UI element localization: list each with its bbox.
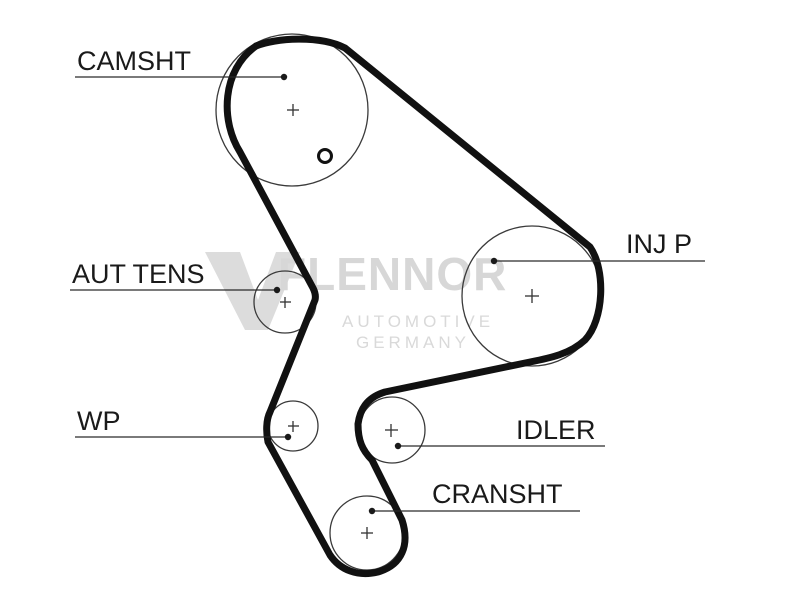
watermark-logo-mark <box>205 252 300 330</box>
timing-belt <box>223 35 605 578</box>
label-camshaft: CAMSHT <box>77 46 191 76</box>
auto-tensioner-center-cross-icon <box>280 297 291 308</box>
crankshaft-leader-dot-icon <box>368 507 376 515</box>
watermark-line-2: GERMANY <box>356 333 470 352</box>
watermark: FLENNOR AUTOMOTIVE GERMANY <box>205 248 506 352</box>
label-auto-tensioner: AUT TENS <box>72 259 205 289</box>
label-idler: IDLER <box>516 415 596 445</box>
injection-pump-center-cross-icon <box>525 289 539 303</box>
auto-tensioner-leader-dot-icon <box>273 286 281 294</box>
label-crankshaft: CRANSHT <box>432 479 563 509</box>
water-pump-center-cross-icon <box>288 421 299 432</box>
idler-center-cross-icon <box>385 424 398 437</box>
watermark-line-1: AUTOMOTIVE <box>342 312 494 331</box>
camshaft-pulley <box>215 33 369 187</box>
camshaft-timing-mark-icon <box>317 148 333 164</box>
crankshaft-center-cross-icon <box>361 527 373 539</box>
camshaft-center-cross-icon <box>287 104 299 116</box>
camshaft-leader-dot-icon <box>280 73 288 81</box>
idler-leader-dot-icon <box>394 442 402 450</box>
water-pump-leader-dot-icon <box>284 433 292 441</box>
label-water-pump: WP <box>77 406 121 436</box>
label-injection-pump: INJ P <box>626 229 692 259</box>
injection-pump-leader-dot-icon <box>490 257 498 265</box>
